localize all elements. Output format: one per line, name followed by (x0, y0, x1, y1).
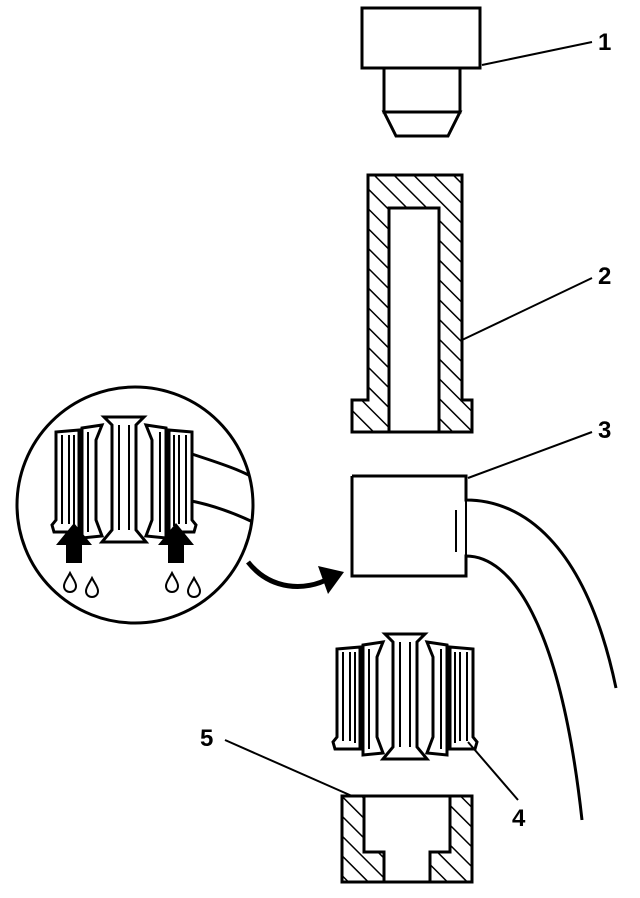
callout-1: 1 (598, 29, 611, 56)
leader-lines (224, 41, 593, 801)
installer-tube (350, 173, 474, 434)
receiver-cup (340, 794, 474, 884)
callout-2: 2 (598, 263, 611, 290)
callout-5: 5 (200, 725, 213, 752)
callout-3: 3 (598, 417, 611, 444)
detail-inset (15, 385, 255, 625)
callout-4: 4 (512, 805, 526, 832)
bushing (331, 632, 479, 761)
press-ram (360, 6, 482, 138)
curved-arrow-icon (246, 560, 344, 594)
control-arm-bore (350, 474, 618, 821)
